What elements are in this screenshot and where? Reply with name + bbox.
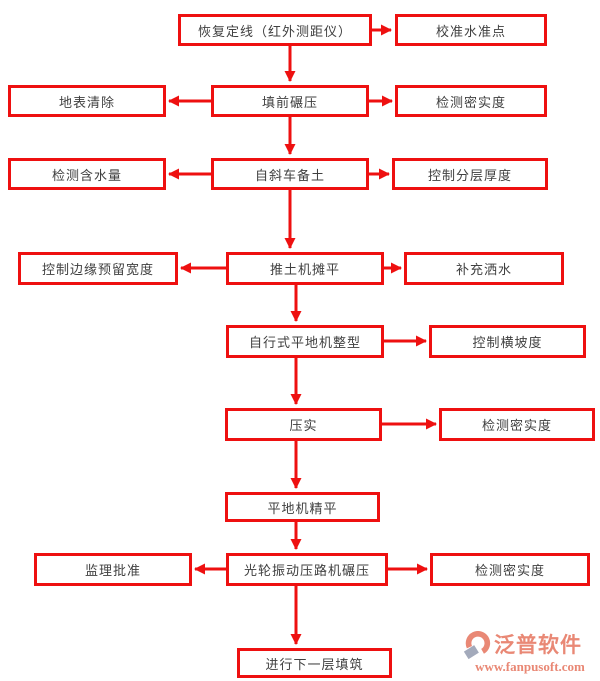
node-pre-fill-rolling: 填前碾压 xyxy=(211,85,369,117)
node-dump-truck-soil: 自斜车备土 xyxy=(211,158,369,190)
node-density-check-3: 检测密实度 xyxy=(430,553,590,586)
fanpu-brand-name: 泛普软件 xyxy=(494,634,582,657)
fanpu-logo-row: 泛普软件 xyxy=(462,631,598,661)
fanpu-website: www.fanpusoft.com xyxy=(475,659,585,674)
node-cross-slope-control: 控制横坡度 xyxy=(429,325,586,358)
node-calibrate-benchmark: 校准水准点 xyxy=(395,14,547,46)
node-density-check-1: 检测密实度 xyxy=(395,85,547,117)
node-moisture-check: 检测含水量 xyxy=(8,158,166,190)
node-water-replenish: 补充洒水 xyxy=(404,252,564,285)
node-next-layer: 进行下一层填筑 xyxy=(237,648,392,678)
node-density-check-2: 检测密实度 xyxy=(439,408,595,441)
node-supervision-approval: 监理批准 xyxy=(34,553,192,586)
node-layer-thickness-control: 控制分层厚度 xyxy=(392,158,548,190)
node-grader-shaping: 自行式平地机整型 xyxy=(226,325,384,358)
node-compaction: 压实 xyxy=(225,408,382,441)
node-bulldozer-spreading: 推土机摊平 xyxy=(226,252,384,285)
node-surface-clearing: 地表清除 xyxy=(8,85,166,117)
fanpu-logo-icon xyxy=(463,631,491,660)
node-vibratory-roller: 光轮振动压路机碾压 xyxy=(226,553,388,586)
fanpu-logo: 泛普软件 www.fanpusoft.com xyxy=(462,631,598,677)
node-restore-alignment: 恢复定线（红外测距仪） xyxy=(178,14,372,46)
node-grader-fine-leveling: 平地机精平 xyxy=(225,492,380,522)
node-edge-width-control: 控制边缘预留宽度 xyxy=(18,252,178,285)
